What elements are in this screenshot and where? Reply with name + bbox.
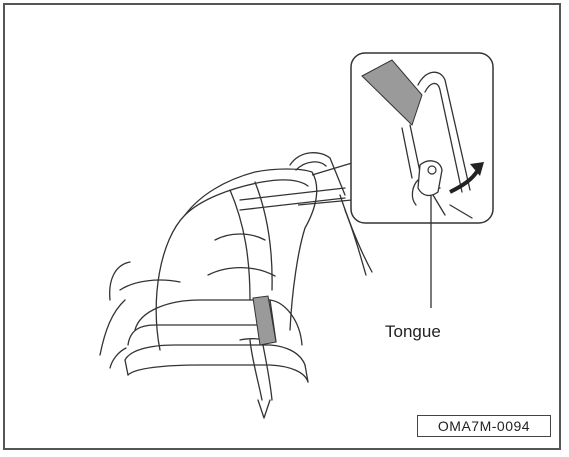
tongue-label: Tongue (385, 322, 441, 342)
figure-code: OMA7M-0094 (417, 415, 551, 437)
detail-inset (351, 53, 493, 223)
belt-strap (253, 296, 276, 345)
child-seat (100, 153, 372, 418)
